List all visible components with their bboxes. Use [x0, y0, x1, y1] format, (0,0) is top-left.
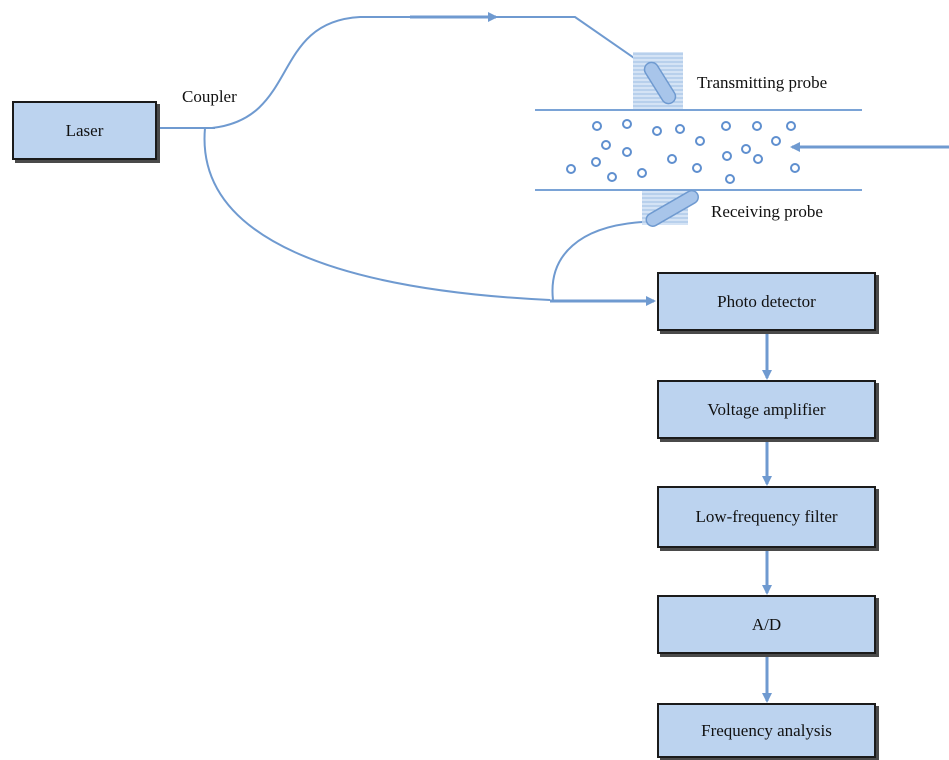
ad-box: A/D	[657, 595, 876, 654]
receiving-probe-label: Receiving probe	[711, 202, 823, 221]
upper-fiber	[211, 16, 638, 129]
particle	[566, 164, 576, 174]
particle	[692, 163, 702, 173]
particle	[752, 121, 762, 131]
particle	[741, 144, 751, 154]
particle	[721, 121, 731, 131]
particle	[591, 157, 601, 167]
particle	[675, 124, 685, 134]
particle	[622, 147, 632, 157]
particle	[790, 163, 800, 173]
particle	[722, 151, 732, 161]
frequency-analysis-box: Frequency analysis	[657, 703, 876, 758]
particle	[637, 168, 647, 178]
low-frequency-filter-box: Low-frequency filter	[657, 486, 876, 548]
particle	[607, 172, 617, 182]
particle	[725, 174, 735, 184]
particle	[695, 136, 705, 146]
transmitting-probe-label: Transmitting probe	[697, 73, 828, 92]
receiving-fiber	[551, 221, 644, 301]
particle	[592, 121, 602, 131]
receiving-probe-lens	[645, 189, 699, 227]
particle	[667, 154, 677, 164]
coupler-label: Coupler	[182, 87, 237, 106]
particles	[566, 119, 800, 184]
photo-detector-box: Photo detector	[657, 272, 876, 331]
laser-box: Laser	[12, 101, 157, 160]
particle	[771, 136, 781, 146]
particle	[601, 140, 611, 150]
particle	[753, 154, 763, 164]
particle	[622, 119, 632, 129]
lower-fiber	[203, 127, 551, 301]
transmitting-probe-lens	[643, 61, 677, 105]
particle	[652, 126, 662, 136]
voltage-amplifier-box: Voltage amplifier	[657, 380, 876, 439]
particle	[786, 121, 796, 131]
